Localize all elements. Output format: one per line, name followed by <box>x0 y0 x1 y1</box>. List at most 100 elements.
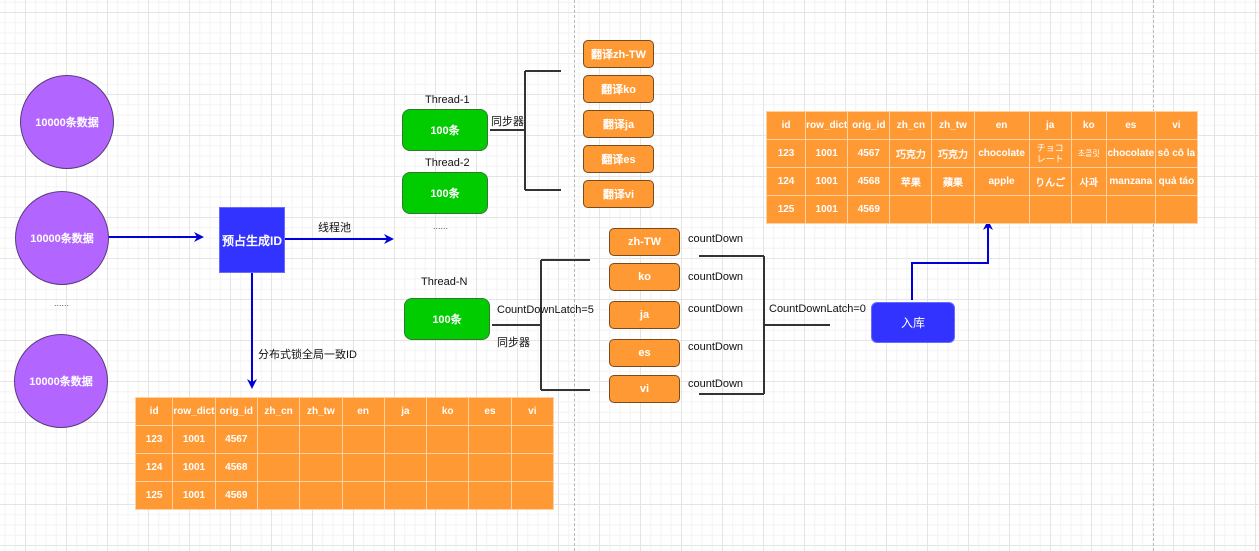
thread-1-title: Thread-1 <box>425 94 470 106</box>
thread-pool-label: 线程池 <box>318 222 351 234</box>
task-label: es <box>638 347 651 359</box>
table-cell: manzana <box>1105 167 1156 196</box>
table-cell: 巧克力 <box>931 139 975 168</box>
table-cell <box>341 425 385 454</box>
countdown-label: countDown <box>688 303 744 315</box>
table-cell: 苹果 <box>889 167 933 196</box>
latch-task-ja[interactable]: ja <box>609 301 680 329</box>
countdown-label: countDown <box>688 341 744 353</box>
thread-ellipsis: ...... <box>433 221 449 231</box>
table-cell <box>931 195 975 224</box>
table-cell <box>468 481 512 510</box>
task-label: vi <box>639 383 650 395</box>
table-cell: 125 <box>134 481 174 510</box>
task-label: ja <box>639 309 650 321</box>
task-label: zh-TW <box>628 236 661 248</box>
table-cell: 4567 <box>847 139 891 168</box>
column-header: row_dict <box>805 111 849 140</box>
task-label: 翻译es <box>601 154 636 166</box>
table-cell <box>1154 195 1199 224</box>
thread-2-box[interactable]: 100条 <box>402 172 488 214</box>
table-cell: 1001 <box>805 195 849 224</box>
latch-task-ko[interactable]: ko <box>609 263 680 291</box>
thread-n-box[interactable]: 100条 <box>404 298 490 340</box>
table-cell <box>426 425 470 454</box>
table-cell: 초콜릿 <box>1070 139 1107 168</box>
translate-task-vi[interactable]: 翻译vi <box>583 180 654 208</box>
table-cell: チョコレート <box>1028 139 1072 168</box>
table-cell: 125 <box>765 195 807 224</box>
table-cell: apple <box>973 167 1030 196</box>
data-source-1[interactable]: 10000条数据 <box>20 75 114 169</box>
thread-2-title: Thread-2 <box>425 157 470 169</box>
table-cell: sô cô la <box>1154 139 1199 168</box>
table-cell <box>256 481 301 510</box>
table-cell <box>1070 195 1107 224</box>
translate-task-ko[interactable]: 翻译ko <box>583 75 654 103</box>
table-cell: 4568 <box>214 453 258 482</box>
table-cell: 1001 <box>172 425 216 454</box>
id-generator-label: 预占生成ID <box>221 233 282 248</box>
column-header: es <box>468 397 512 426</box>
table-cell <box>468 453 512 482</box>
sync-bracket-1 <box>490 70 561 191</box>
data-source-2[interactable]: 10000条数据 <box>15 191 109 285</box>
data-source-label: 10000条数据 <box>29 376 93 388</box>
task-label: 翻译vi <box>602 189 635 201</box>
countdown-label: countDown <box>688 378 744 390</box>
table-cell: 124 <box>134 453 174 482</box>
column-header: ko <box>426 397 470 426</box>
thread-1-box[interactable]: 100条 <box>402 109 488 151</box>
table-cell <box>426 481 470 510</box>
latch-task-es[interactable]: es <box>609 339 680 367</box>
table-cell: 4569 <box>214 481 258 510</box>
column-header: zh_cn <box>889 111 933 140</box>
column-header: es <box>1105 111 1156 140</box>
store-box[interactable]: 入库 <box>871 302 955 343</box>
id-generator-box[interactable]: 预占生成ID <box>219 207 285 273</box>
latch-task-vi[interactable]: vi <box>609 375 680 403</box>
latch-0-label: CountDownLatch=0 <box>769 303 866 315</box>
column-header: zh_tw <box>931 111 975 140</box>
table-cell: chocolate <box>1105 139 1156 168</box>
column-header: ja <box>383 397 428 426</box>
task-label: ko <box>638 271 651 283</box>
sync-label-1: 同步器 <box>491 116 524 128</box>
table-cell: 巧克力 <box>889 139 933 168</box>
column-header: id <box>134 397 174 426</box>
table-cell <box>510 453 555 482</box>
table-cell: 4569 <box>847 195 891 224</box>
table-cell <box>1028 195 1072 224</box>
thread-1-batch: 100条 <box>430 125 460 137</box>
thread-n-batch: 100条 <box>432 314 462 326</box>
table-cell <box>383 453 428 482</box>
translate-task-ja[interactable]: 翻译ja <box>583 110 654 138</box>
translate-task-zh-tw[interactable]: 翻译zh-TW <box>583 40 654 68</box>
column-header: ja <box>1028 111 1072 140</box>
table-cell: 124 <box>765 167 807 196</box>
translate-task-es[interactable]: 翻译es <box>583 145 654 173</box>
table-cell: 4567 <box>214 425 258 454</box>
task-label: 翻译ko <box>601 84 636 96</box>
table-cell <box>341 453 385 482</box>
table-cell <box>299 453 343 482</box>
table-cell: 4568 <box>847 167 891 196</box>
table-cell <box>510 425 555 454</box>
data-source-3[interactable]: 10000条数据 <box>14 334 108 428</box>
table-cell <box>468 425 512 454</box>
column-header: orig_id <box>847 111 891 140</box>
table-cell <box>510 481 555 510</box>
countdown-label: countDown <box>688 233 744 245</box>
latch-task-zh-tw[interactable]: zh-TW <box>609 228 680 256</box>
store-label: 入库 <box>900 316 925 330</box>
table-cell: quả táo <box>1154 167 1199 196</box>
column-header: id <box>765 111 807 140</box>
